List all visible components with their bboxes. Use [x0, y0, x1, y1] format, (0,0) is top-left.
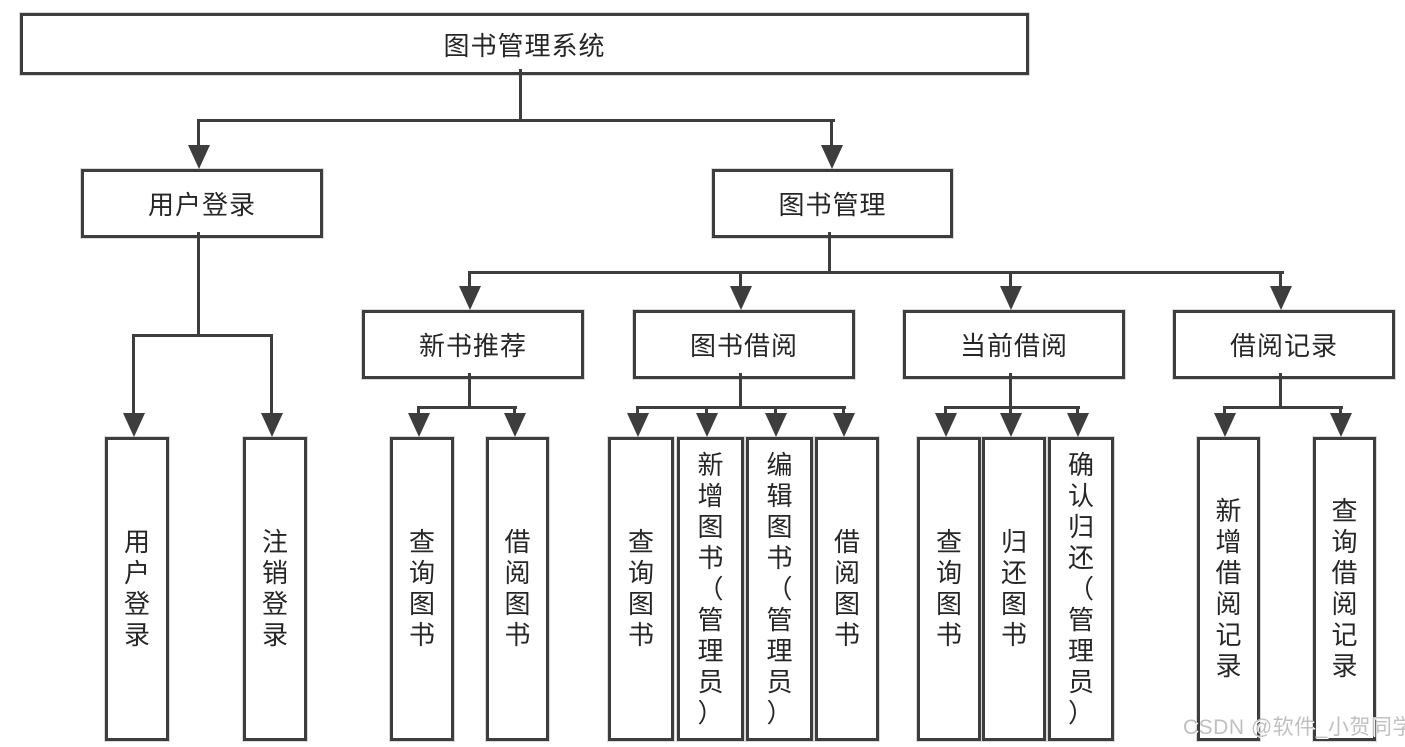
connector-stem	[468, 271, 471, 290]
leaf-label: 查询借阅记录	[1331, 496, 1358, 681]
connector-current-h	[944, 406, 1080, 409]
arrowhead-icon	[1000, 286, 1022, 310]
arrowhead-icon	[833, 413, 855, 437]
arrowhead-icon	[730, 286, 752, 310]
connector-stem	[197, 119, 200, 149]
leaf-add-book-admin: 新增图书（管理员）	[677, 437, 744, 741]
node-book-borrow: 图书借阅	[633, 310, 855, 379]
connector-stem	[513, 406, 516, 415]
arrowhead-icon	[1214, 413, 1236, 437]
connector-stem	[132, 334, 135, 415]
connector-stem	[842, 406, 845, 415]
connector-records-h	[1223, 406, 1343, 409]
leaf-label: 查询图书	[627, 527, 654, 650]
node-library-management-system: 图书管理系统	[20, 13, 1029, 75]
arrowhead-icon	[123, 413, 145, 437]
leaf-label: 查询图书	[935, 527, 962, 650]
arrowhead-icon	[935, 413, 957, 437]
leaf-query-books-borrow: 查询图书	[608, 437, 674, 741]
connector-stem	[739, 271, 742, 290]
connector-bookmgmt-h	[468, 271, 1284, 274]
connector-recommend-v	[468, 373, 471, 408]
arrowhead-icon	[1270, 286, 1292, 310]
arrowhead-icon	[696, 413, 718, 437]
connector-borrow-h	[636, 406, 846, 409]
arrowhead-icon	[504, 413, 526, 437]
connector-current-v	[1009, 373, 1012, 408]
connector-stem	[705, 406, 708, 415]
arrowhead-icon	[627, 413, 649, 437]
leaf-add-borrow-record: 新增借阅记录	[1197, 437, 1260, 741]
arrowhead-icon	[261, 413, 283, 437]
leaf-logout-login: 注销登录	[243, 437, 307, 741]
leaf-label: 借阅图书	[833, 527, 860, 650]
connector-stem	[636, 406, 639, 415]
leaf-query-borrow-record: 查询借阅记录	[1313, 437, 1376, 741]
connector-stem	[944, 406, 947, 415]
node-new-book-recommend: 新书推荐	[362, 310, 584, 379]
connector-stem	[1009, 406, 1012, 415]
leaf-label: 借阅图书	[504, 527, 531, 650]
leaf-label: 新增图书（管理员）	[697, 449, 724, 728]
leaf-query-books-recommend: 查询图书	[390, 437, 454, 741]
arrowhead-icon	[188, 145, 210, 169]
connector-recommend-h	[417, 406, 517, 409]
leaf-borrow-books: 借阅图书	[815, 437, 879, 741]
connector-bookmgmt-v	[828, 232, 831, 273]
leaf-label: 新增借阅记录	[1215, 496, 1242, 681]
node-current-borrow: 当前借阅	[903, 310, 1125, 379]
connector-stem	[1339, 406, 1342, 415]
leaf-return-books: 归还图书	[982, 437, 1046, 741]
connector-stem	[270, 334, 273, 415]
arrowhead-icon	[1330, 413, 1352, 437]
connector-stem	[1223, 406, 1226, 415]
arrowhead-icon	[1000, 413, 1022, 437]
leaf-borrow-books-recommend: 借阅图书	[486, 437, 549, 741]
node-user-login: 用户登录	[81, 169, 323, 238]
connector-root-v	[519, 69, 522, 121]
leaf-query-books-current: 查询图书	[917, 437, 981, 741]
arrowhead-icon	[408, 413, 430, 437]
leaf-label: 注销登录	[261, 527, 288, 650]
csdn-watermark: CSDN @软件_小贺同学	[1183, 716, 1405, 739]
leaf-label: 确认归还（管理员）	[1067, 449, 1094, 728]
connector-userlogin-h	[132, 334, 273, 337]
arrowhead-icon	[765, 413, 787, 437]
leaf-label: 编辑图书（管理员）	[766, 449, 793, 728]
connector-records-v	[1279, 373, 1282, 408]
connector-stem	[1009, 271, 1012, 290]
connector-stem	[1279, 271, 1282, 290]
connector-borrow-v	[739, 373, 742, 408]
connector-root-h	[197, 119, 835, 122]
leaf-confirm-return-admin: 确认归还（管理员）	[1048, 437, 1114, 741]
leaf-label: 归还图书	[1000, 527, 1027, 650]
connector-stem	[417, 406, 420, 415]
leaf-edit-book-admin: 编辑图书（管理员）	[746, 437, 813, 741]
connector-stem	[1076, 406, 1079, 415]
node-borrow-records: 借阅记录	[1173, 310, 1395, 379]
leaf-label: 查询图书	[408, 527, 435, 650]
arrowhead-icon	[821, 145, 843, 169]
connector-stem	[774, 406, 777, 415]
leaf-label: 用户登录	[123, 527, 150, 650]
node-book-management: 图书管理	[712, 169, 953, 238]
leaf-user-login: 用户登录	[105, 437, 169, 741]
arrowhead-icon	[1067, 413, 1089, 437]
arrowhead-icon	[459, 286, 481, 310]
connector-userlogin-v	[197, 232, 200, 336]
connector-stem	[830, 119, 833, 149]
